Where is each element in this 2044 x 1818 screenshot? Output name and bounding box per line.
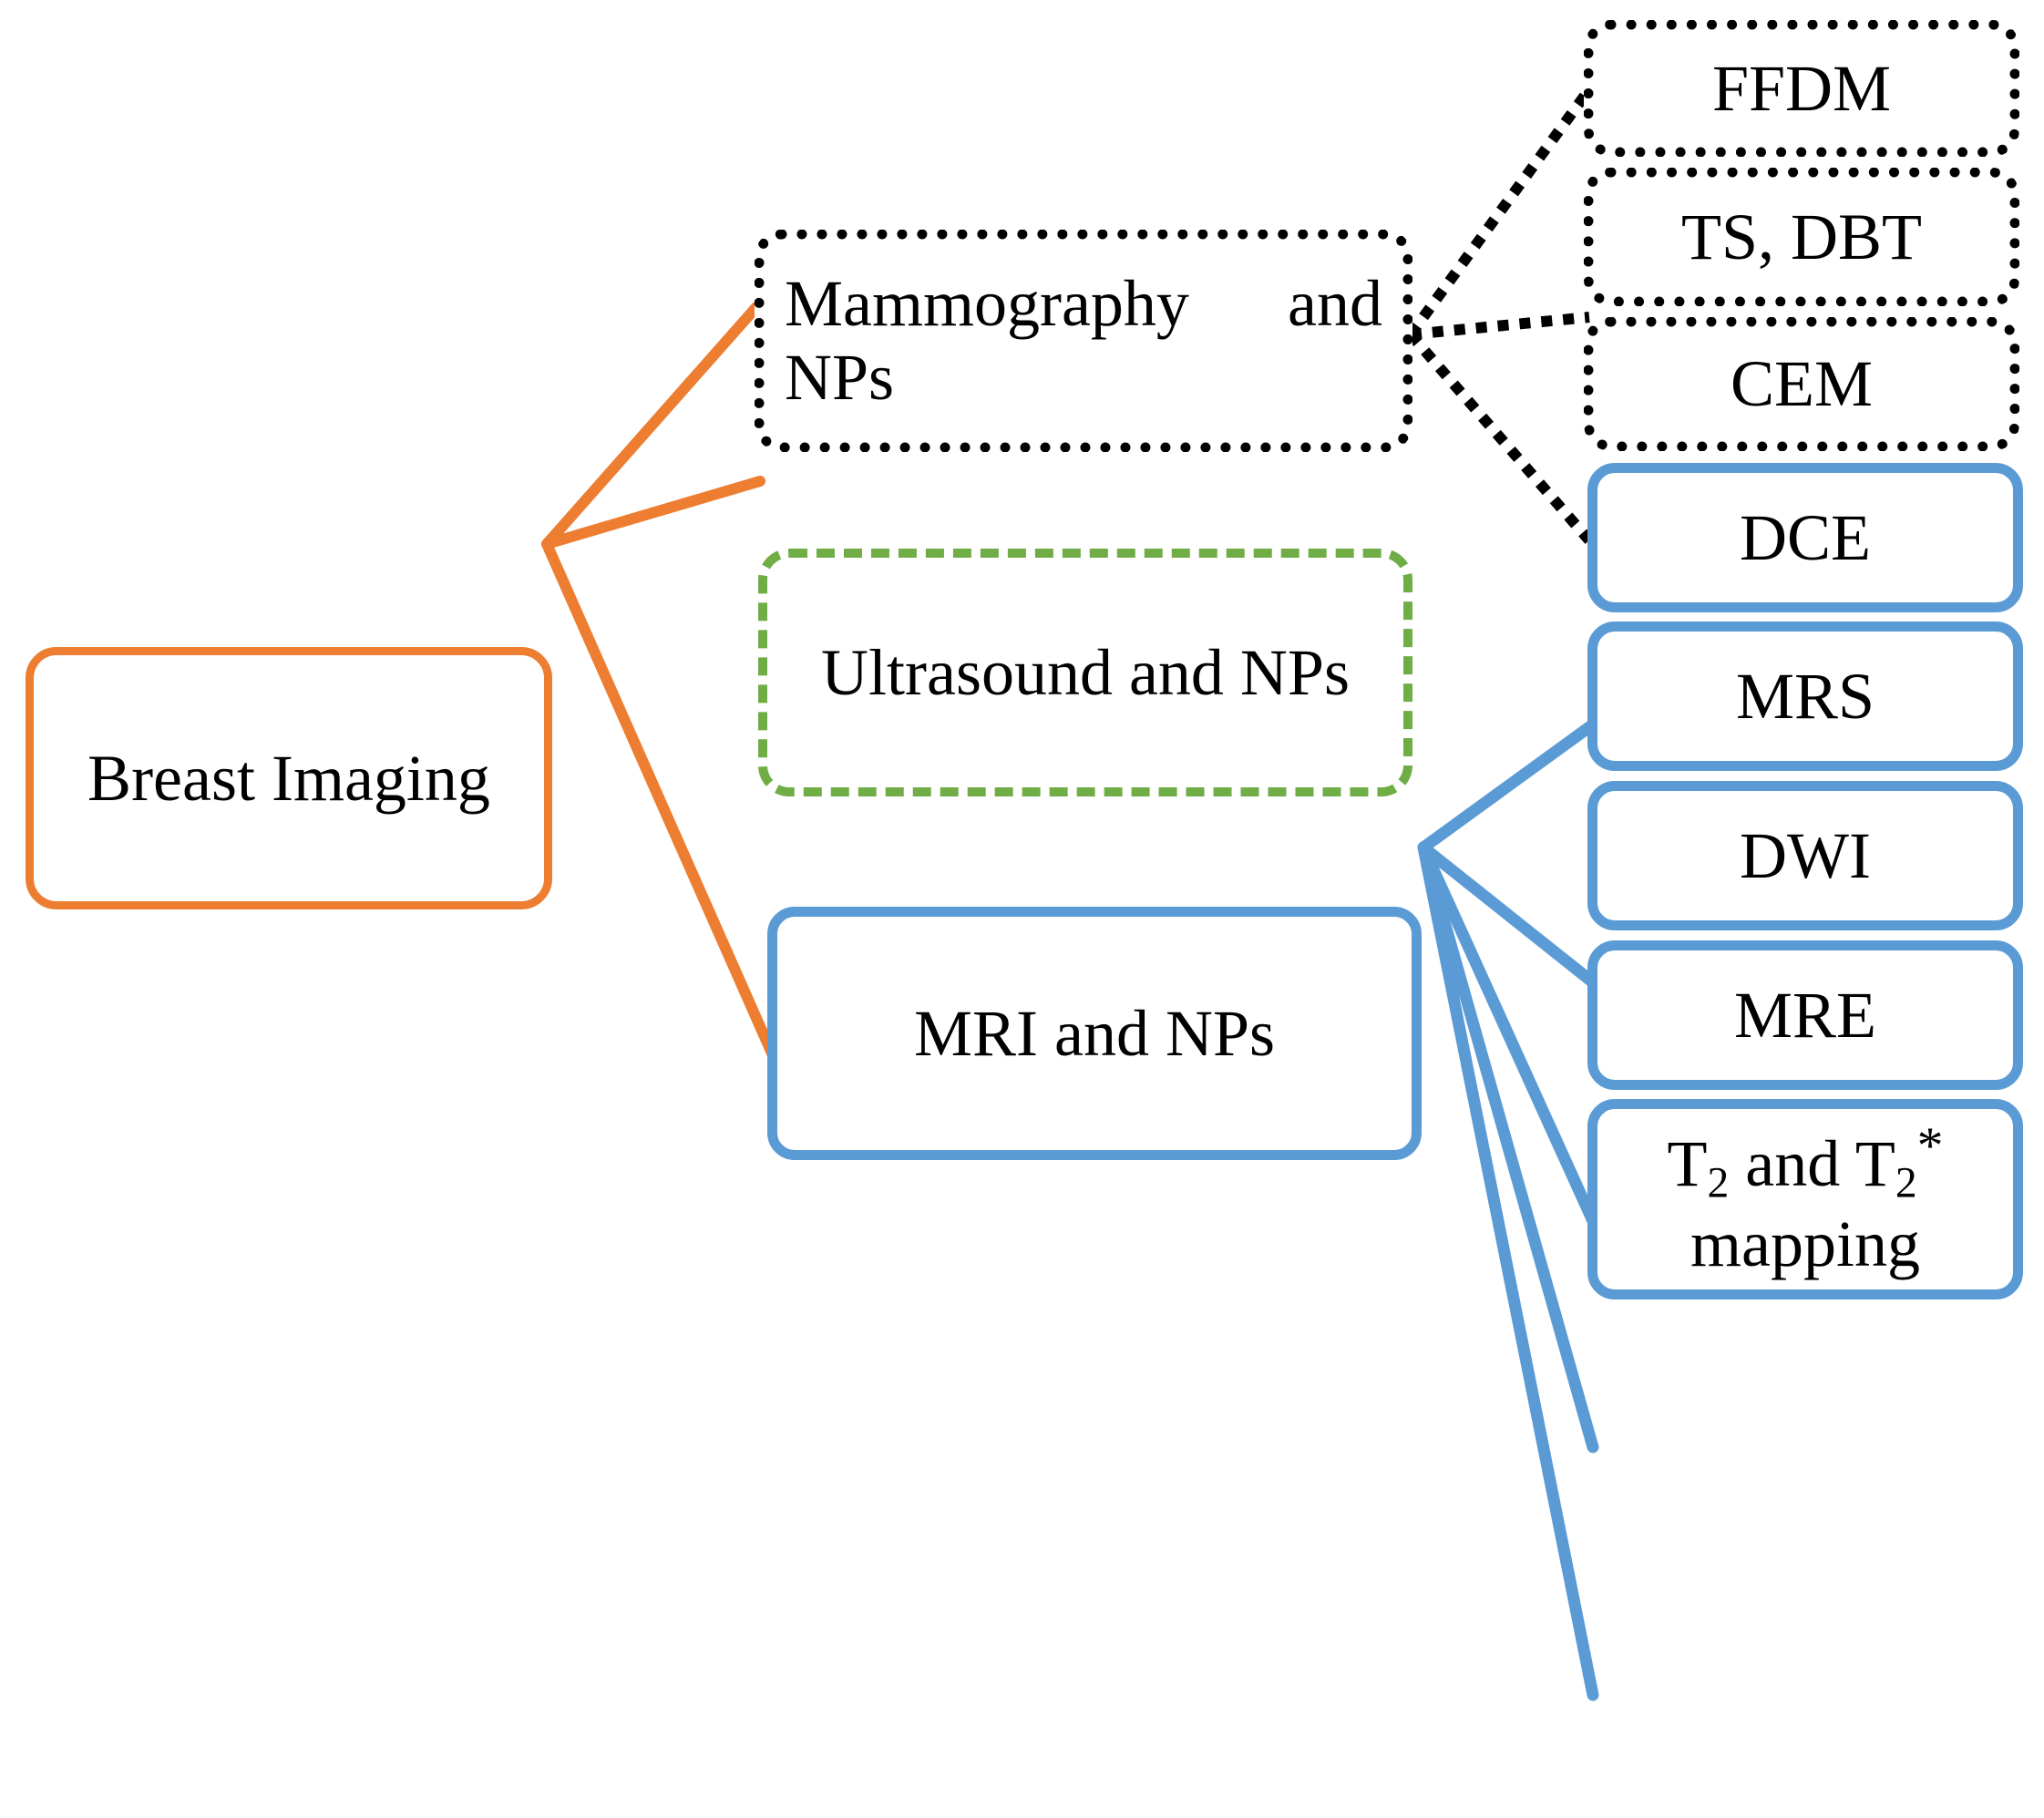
edge-root-to-mri bbox=[541, 539, 778, 1061]
edge-root-to-mammography bbox=[541, 302, 762, 550]
mammography-line1: Mammography and bbox=[785, 267, 1382, 341]
t2-line2: mapping bbox=[1690, 1207, 1920, 1281]
t2-line1-mid: and T bbox=[1729, 1126, 1895, 1200]
node-ts-dbt-label: TS, DBT bbox=[1680, 200, 1923, 273]
black-dotted-connector-group bbox=[1406, 86, 1594, 544]
node-t2-mapping-label: T2 and T2* mapping bbox=[1597, 1117, 2013, 1281]
node-mrs-label: MRS bbox=[1735, 659, 1875, 733]
t2-line1-pre: T bbox=[1667, 1126, 1708, 1200]
node-cem-label: CEM bbox=[1730, 347, 1874, 421]
node-ts-dbt[interactable]: TS, DBT bbox=[1584, 168, 2019, 306]
node-mrs[interactable]: MRS bbox=[1587, 621, 2023, 771]
node-dce-label: DCE bbox=[1740, 500, 1871, 574]
node-mre-label: MRE bbox=[1733, 978, 1877, 1052]
node-mri-and-nps[interactable]: MRI and NPs bbox=[767, 907, 1422, 1160]
mammography-line2: NPs bbox=[785, 341, 895, 414]
edge-mammo-to-tsdbt bbox=[1410, 312, 1590, 340]
node-cem[interactable]: CEM bbox=[1584, 317, 2019, 451]
node-ultrasound-and-nps-label: Ultrasound and NPs bbox=[821, 635, 1350, 709]
node-mri-and-nps-label: MRI and NPs bbox=[913, 996, 1276, 1070]
node-mammography-and-nps[interactable]: Mammography and NPs bbox=[755, 230, 1412, 452]
node-dwi-label: DWI bbox=[1740, 818, 1871, 892]
node-t2-mapping[interactable]: T2 and T2* mapping bbox=[1587, 1099, 2023, 1299]
t2-line1-post: * bbox=[1916, 1116, 1944, 1175]
node-mre[interactable]: MRE bbox=[1587, 940, 2023, 1090]
t2-line1-sub1: 2 bbox=[1707, 1159, 1730, 1207]
edge-mri-to-t2 bbox=[1417, 841, 1599, 1701]
node-breast-imaging-label: Breast Imaging bbox=[87, 741, 490, 815]
edge-mri-to-dce bbox=[1417, 718, 1599, 854]
edge-mri-to-mre bbox=[1417, 841, 1599, 1453]
blue-connector-group bbox=[1417, 718, 1599, 1701]
node-dce[interactable]: DCE bbox=[1587, 463, 2023, 612]
node-ultrasound-and-nps[interactable]: Ultrasound and NPs bbox=[758, 549, 1412, 796]
node-mammography-and-nps-label: Mammography and NPs bbox=[765, 267, 1402, 414]
t2-line1-sub2: 2 bbox=[1895, 1159, 1917, 1207]
node-ffdm-label: FFDM bbox=[1711, 51, 1892, 125]
edge-root-to-ultrasound bbox=[541, 476, 765, 550]
node-dwi[interactable]: DWI bbox=[1587, 781, 2023, 930]
edge-mri-to-mrs bbox=[1417, 841, 1599, 989]
edge-mri-to-dwi bbox=[1417, 841, 1599, 1227]
node-ffdm[interactable]: FFDM bbox=[1584, 20, 2019, 157]
orange-connector-group bbox=[541, 302, 778, 1061]
edge-mammo-to-cem bbox=[1406, 331, 1594, 544]
edge-mammo-to-ffdm bbox=[1406, 86, 1594, 338]
node-breast-imaging[interactable]: Breast Imaging bbox=[26, 647, 552, 909]
